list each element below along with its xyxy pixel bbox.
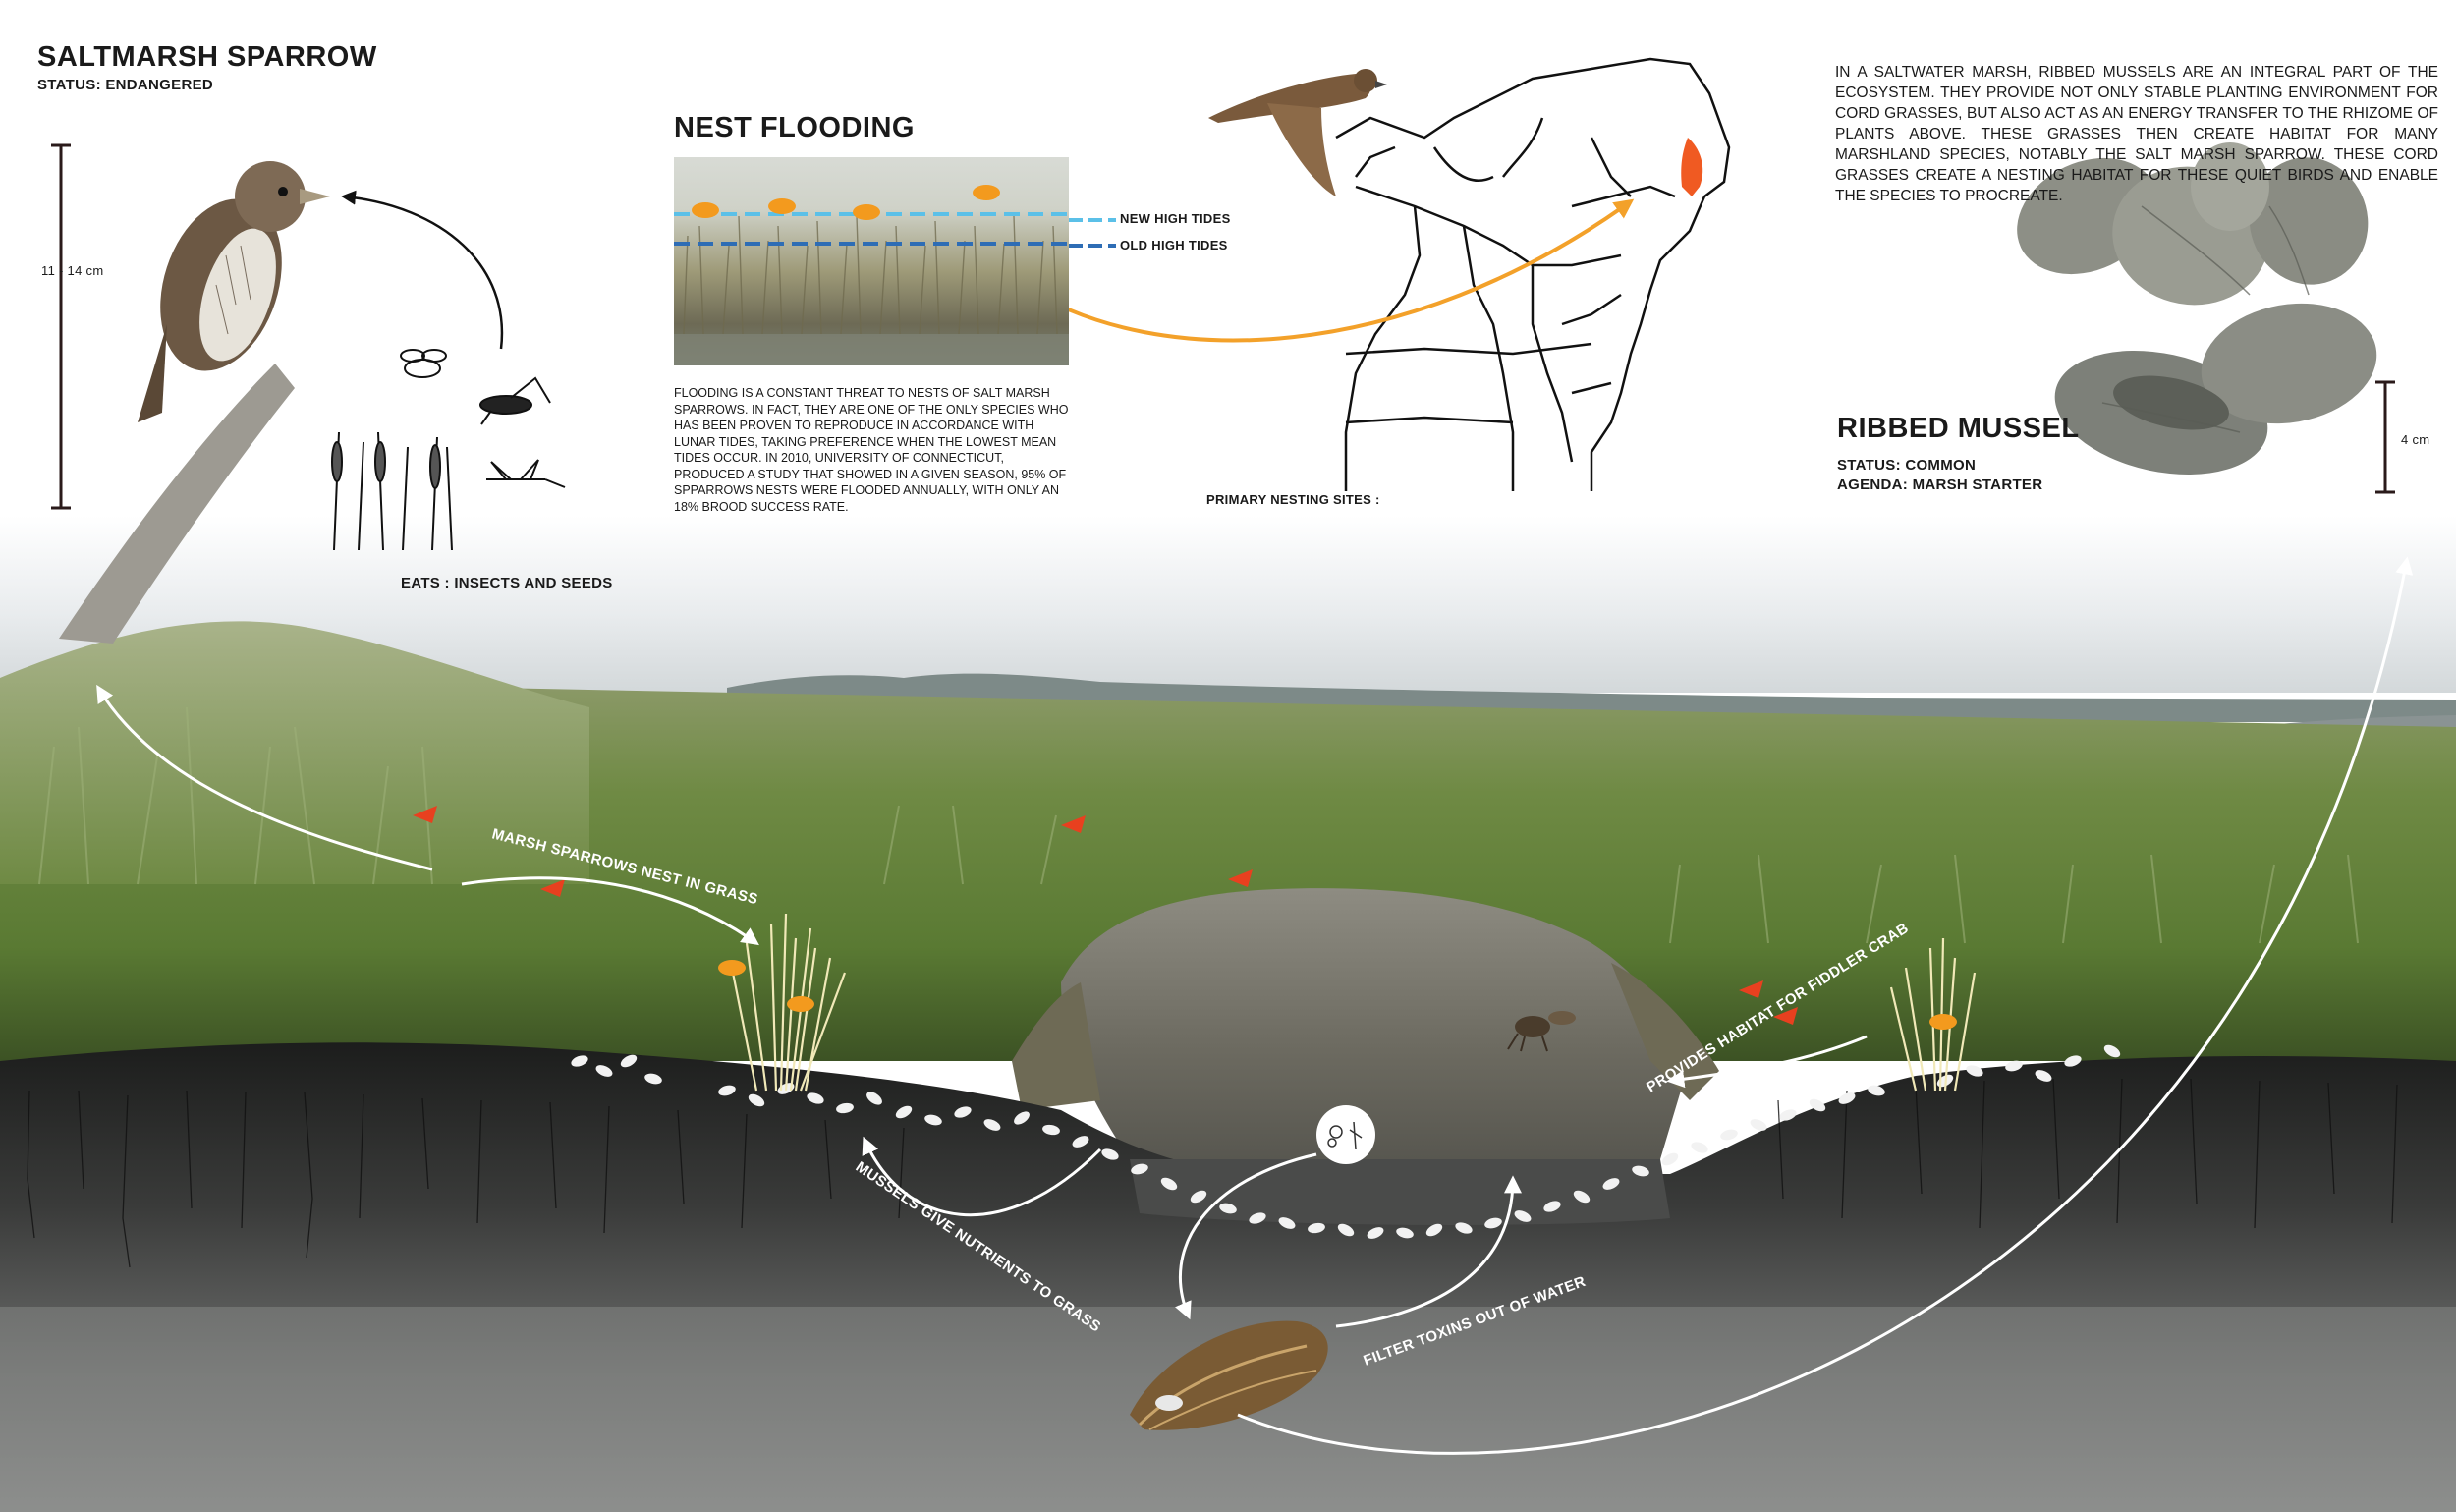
- tidal-creek: [1061, 888, 1690, 1159]
- arrow-habitat: [1666, 1035, 1868, 1089]
- nest-marker: [787, 996, 814, 1012]
- sparrow-status: STATUS: ENDANGERED: [37, 77, 214, 93]
- insect-sketches: [331, 349, 566, 551]
- old-high-tides-label: OLD HIGH TIDES: [1120, 238, 1228, 252]
- arrow-sparrow-to-nest: [461, 876, 759, 946]
- soil-section: [0, 1042, 2456, 1512]
- sparrow-size-label: 11 - 14 cm: [41, 263, 104, 278]
- bee-icon: [400, 349, 447, 378]
- nutrient-icon: [1316, 1105, 1375, 1164]
- arrow-mussel-to-water: [1335, 1175, 1522, 1328]
- bird-marker: [1228, 869, 1253, 887]
- bird-markers: [413, 806, 1798, 1025]
- creek-bed: [1130, 1159, 1670, 1225]
- nest-flooding-photo: [674, 157, 1069, 365]
- tide-legend-lines: [1069, 218, 1116, 248]
- mussel-paragraph: IN A SALTWATER MARSH, RIBBED MUSSELS ARE…: [1835, 64, 2438, 204]
- mud-bank-right: [1611, 963, 1719, 1100]
- nest-flooding-title: NEST FLOODING: [674, 112, 915, 143]
- nest-flooding-paragraph: FLOODING IS A CONSTANT THREAT TO NESTS O…: [674, 386, 1069, 514]
- mussel-size-label: 4 cm: [2401, 432, 2430, 447]
- root-system: [27, 1078, 2398, 1268]
- arrow-mussel-to-grass: [862, 1136, 1102, 1217]
- mussel-status: STATUS: COMMON: [1837, 457, 1977, 474]
- marsh-grassland: [0, 678, 2456, 1061]
- sparrow-illustration: [138, 161, 330, 422]
- new-high-tides-label: NEW HIGH TIDES: [1120, 211, 1231, 226]
- mussel-bed: [571, 1044, 2121, 1239]
- bird-marker: [1739, 980, 1763, 998]
- nesting-sites-map: [1307, 54, 1749, 496]
- bird-marker: [1061, 815, 1086, 833]
- flying-sparrow: [1208, 69, 1387, 196]
- mussel-scale-bar: [2375, 380, 2395, 494]
- sparrow-title: SALTMARSH SPARROW: [37, 41, 377, 73]
- mayfly-icon: [486, 459, 566, 488]
- nesting-site-highlight: [1681, 138, 1703, 196]
- nest-marker: [718, 960, 746, 976]
- arrow-mussel-to-top: [1237, 556, 2414, 1455]
- bird-marker: [540, 879, 565, 897]
- arrow-flood-to-map: [1020, 198, 1635, 343]
- nest-marker: [1929, 1014, 1957, 1030]
- bird-marker: [1773, 1007, 1798, 1025]
- seed-stalks-icon: [331, 431, 453, 551]
- mussel-agenda: AGENDA: MARSH STARTER: [1837, 476, 2043, 493]
- arrow-water-to-mussel: [1175, 1152, 1317, 1320]
- ribbed-mussel-section: [1130, 1320, 1328, 1430]
- sparrow-diet-label: EATS : INSECTS AND SEEDS: [401, 575, 613, 591]
- arrow-insects-to-sparrow: [341, 190, 504, 350]
- bird-marker: [413, 806, 437, 823]
- cord-grass-left: [730, 913, 847, 1092]
- arrow-nest-to-sparrow: [96, 684, 433, 871]
- mussel-title: RIBBED MUSSEL: [1837, 413, 2080, 444]
- mud-bank-left: [1012, 982, 1100, 1110]
- sparrow-scale-bar: [51, 143, 71, 510]
- grasshopper-icon: [479, 376, 551, 425]
- fiddler-crab: [1507, 1011, 1576, 1052]
- branch: [59, 364, 295, 644]
- nest-markers: [718, 960, 1957, 1030]
- primary-nesting-sites-label: PRIMARY NESTING SITES :: [1206, 492, 1380, 507]
- mussel-cluster-image: [2017, 142, 2377, 475]
- cycle-arrows: [96, 556, 2414, 1455]
